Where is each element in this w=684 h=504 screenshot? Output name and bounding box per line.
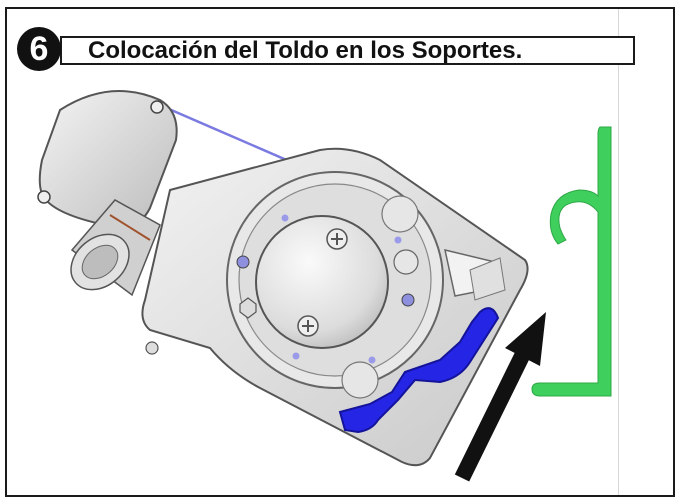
cable-line xyxy=(161,104,306,170)
tube-cylinder xyxy=(70,199,161,297)
up-right-arrow-icon xyxy=(454,312,546,482)
step-number-badge: 6 xyxy=(17,27,61,71)
step-title: Colocación del Toldo en los Soportes. xyxy=(60,36,635,65)
latch-slot xyxy=(444,248,506,301)
end-cap xyxy=(37,90,178,229)
bracket-body xyxy=(141,147,529,467)
blue-locking-lever xyxy=(338,307,500,434)
panel-divider-line xyxy=(618,9,619,495)
wall-bracket-icon xyxy=(531,126,612,397)
